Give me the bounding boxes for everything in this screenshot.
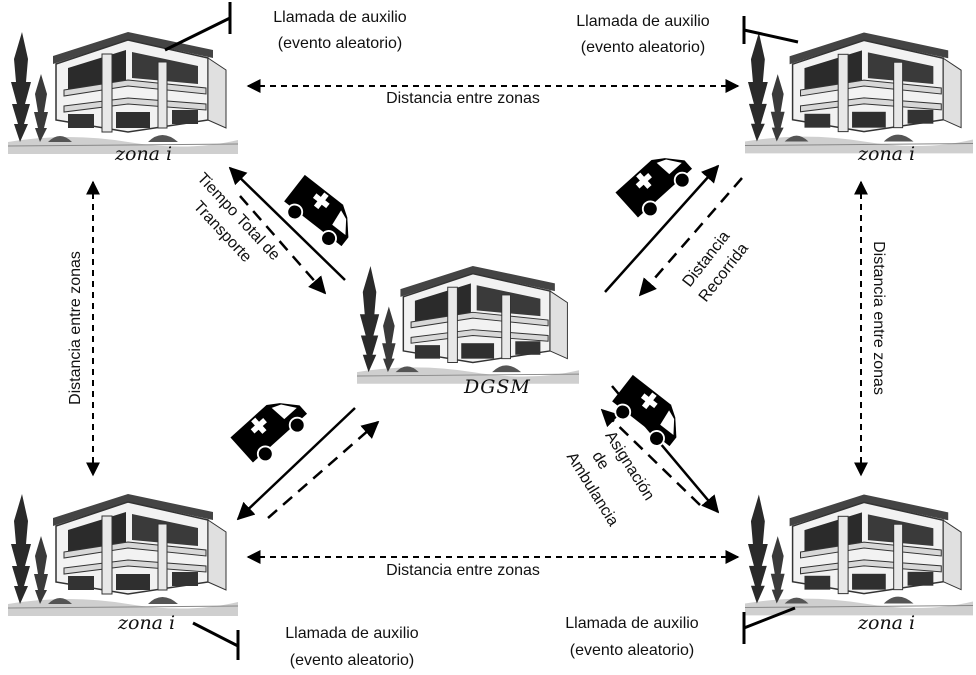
zone-bottom-left-building xyxy=(8,493,238,617)
call-top-left-line2: (evento aleatorio) xyxy=(278,35,403,52)
zone-label-top-left: zona i xyxy=(114,143,172,165)
flow-top-right-solid xyxy=(604,164,720,293)
distance-label-left: Distancia entre zonas xyxy=(67,251,84,405)
flow-bottom-left-dashed xyxy=(267,420,380,519)
call-bottom-left-line2: (evento aleatorio) xyxy=(290,652,415,669)
ambulance-icon xyxy=(614,142,700,226)
flow-label-bottom-right-line2: de xyxy=(588,449,612,473)
call-top-right-line2: (evento aleatorio) xyxy=(581,39,706,56)
zone-top-right-building xyxy=(745,31,973,155)
call-bottom-right-line2: (evento aleatorio) xyxy=(570,642,695,659)
zone-label-bottom-right: zona i xyxy=(857,612,915,634)
call-top-left-line1: Llamada de auxilio xyxy=(273,9,407,26)
zone-label-top-right: zona i xyxy=(857,143,915,165)
flow-top-right-dashed xyxy=(638,177,743,297)
ambulance-icon xyxy=(277,173,364,255)
zone-label-bottom-left: zona i xyxy=(117,612,175,634)
zone-bottom-right-building xyxy=(745,493,973,617)
distance-label-top: Distancia entre zonas xyxy=(386,90,540,107)
flow-top-left-dashed xyxy=(239,195,327,295)
distance-label-right: Distancia entre zonas xyxy=(870,241,887,395)
zone-top-left-building xyxy=(8,31,238,155)
distance-label-bottom: Distancia entre zonas xyxy=(386,562,540,579)
call-top-right-line1: Llamada de auxilio xyxy=(576,13,710,30)
flow-bottom-left-solid xyxy=(236,407,356,521)
ambulance-icon xyxy=(229,387,315,471)
dgsm-building xyxy=(357,265,579,385)
call-bottom-left-line1: Llamada de auxilio xyxy=(285,625,419,642)
call-leaders xyxy=(164,2,799,660)
flow-top-left-solid xyxy=(228,166,346,281)
call-bottom-right-line1: Llamada de auxilio xyxy=(565,615,699,632)
dgsm-label: DGSM xyxy=(463,376,531,398)
flow-bottom-right-dashed xyxy=(600,408,701,506)
